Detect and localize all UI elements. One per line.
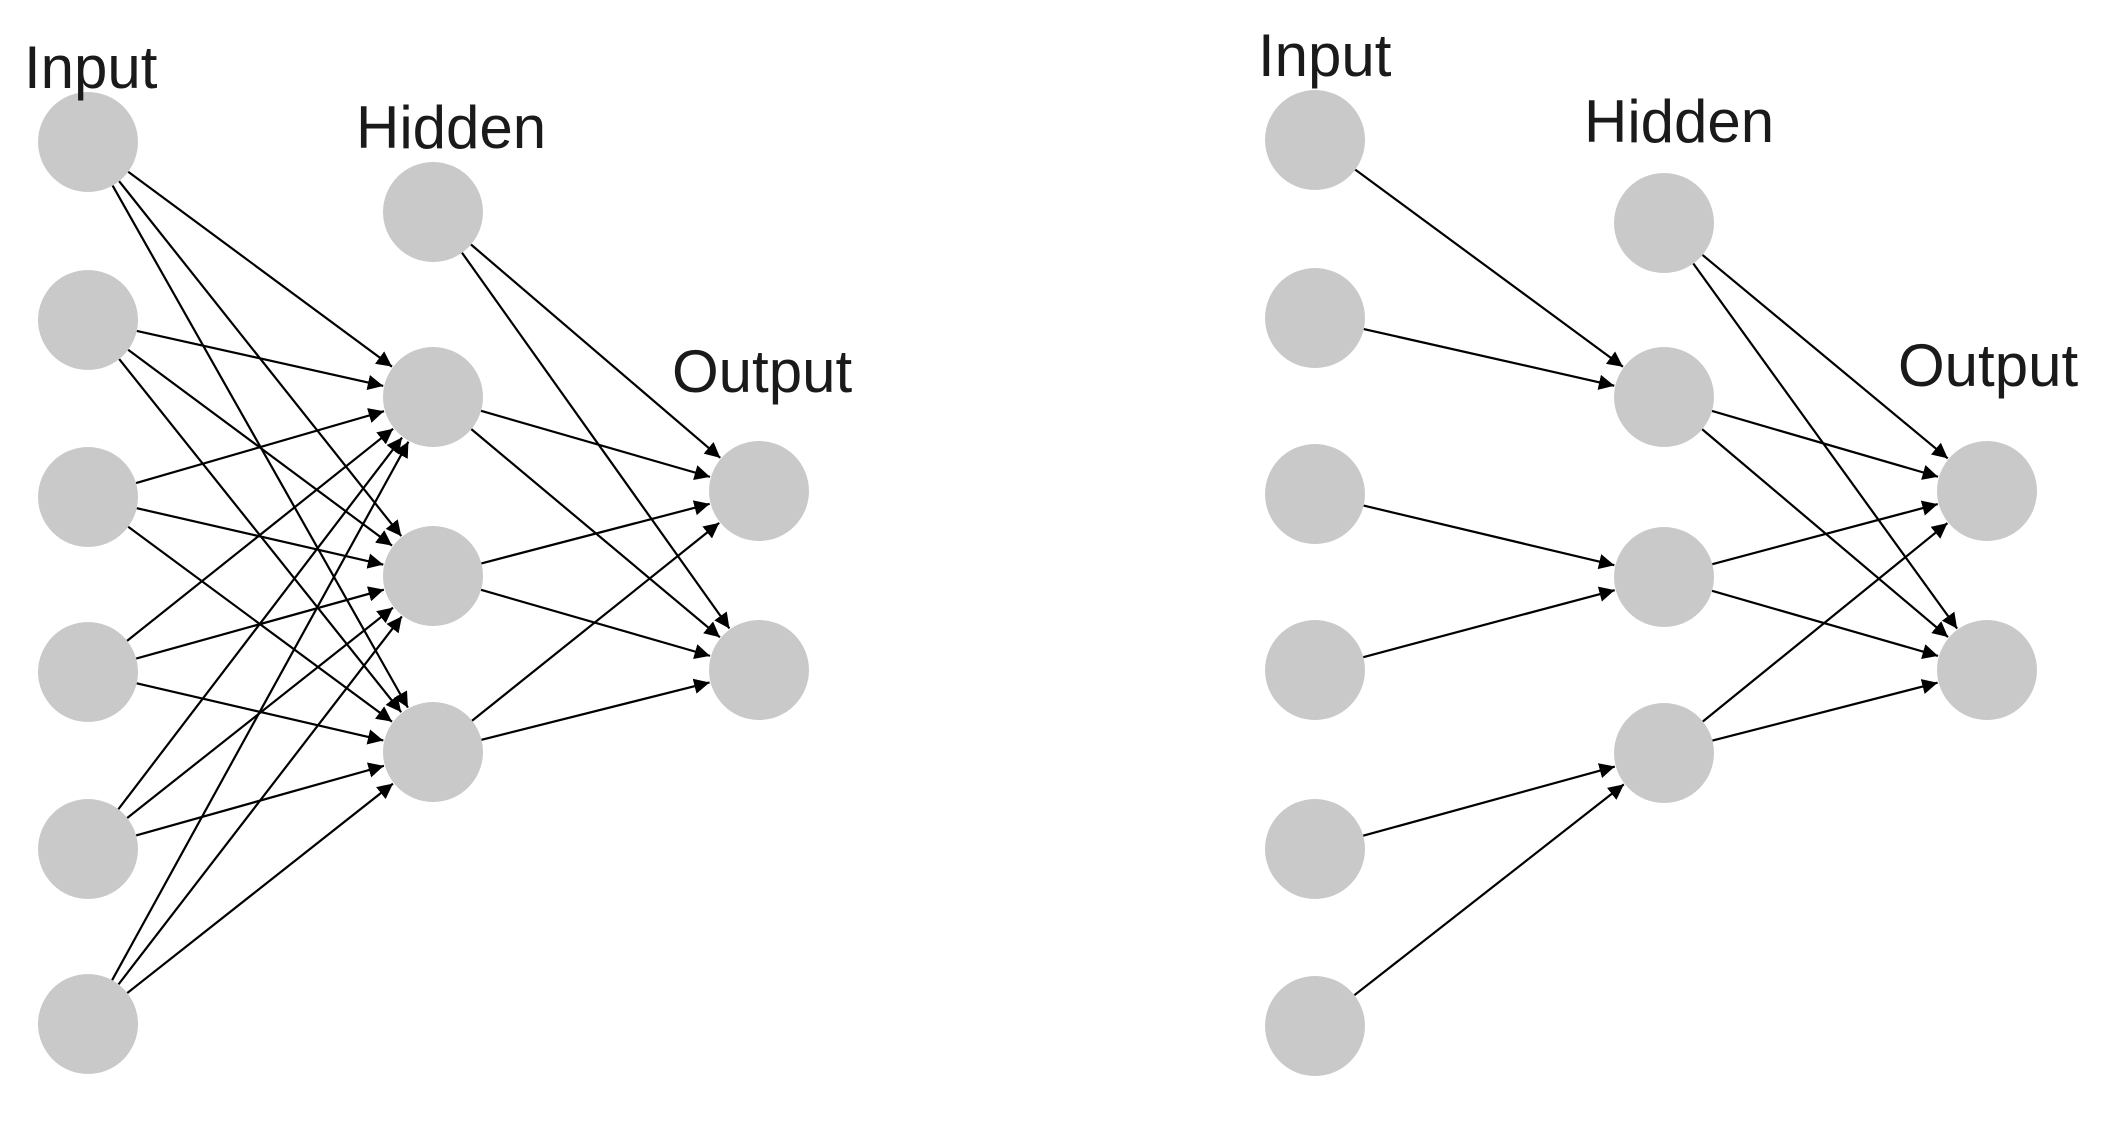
edge-right-hidden-0-to-output-1 [1692,262,1959,630]
edge-right-hidden-1-to-output-0 [1711,409,1939,480]
node-left-input-4 [38,799,138,899]
node-left-output-1 [709,620,809,720]
network-left: Input Hidden Output [24,34,852,1074]
edge-left-hidden-0-to-output-1 [461,252,731,630]
node-left-input-2 [38,447,138,547]
edge-right-input-2-to-hidden-2 [1363,504,1615,570]
node-left-output-0 [709,441,809,541]
node-left-hidden-2 [383,526,483,626]
edge-right-input-3-to-hidden-2 [1363,586,1616,659]
network-right: Input Hidden Output [1258,22,2078,1076]
edge-right-input-5-to-hidden-3 [1353,783,1625,997]
node-right-input-3 [1265,620,1365,720]
nodes-right [1265,90,2037,1076]
edges-right [1353,168,1959,997]
edge-right-hidden-3-to-output-0 [1702,522,1949,723]
label-output-left: Output [672,338,852,405]
label-hidden-left: Hidden [356,94,546,161]
node-right-input-5 [1265,976,1365,1076]
edge-left-input-2-to-hidden-1 [135,408,385,485]
node-left-input-5 [38,974,138,1074]
edge-right-input-1-to-hidden-1 [1363,327,1615,390]
node-left-input-1 [38,270,138,370]
edge-right-hidden-0-to-output-0 [1701,254,1949,460]
node-right-hidden-3 [1614,703,1714,803]
edge-left-input-2-to-hidden-2 [136,507,384,569]
node-left-hidden-0 [383,162,483,262]
node-left-input-3 [38,622,138,722]
node-right-hidden-0 [1614,173,1714,273]
edge-left-hidden-2-to-output-0 [481,500,710,565]
node-left-hidden-1 [383,347,483,447]
label-input-left: Input [24,34,158,101]
edge-left-input-5-to-hidden-1 [111,441,410,981]
node-right-output-1 [1937,620,2037,720]
edge-left-input-5-to-hidden-3 [126,782,394,994]
edge-left-input-3-to-hidden-1 [126,427,394,642]
edge-left-hidden-1-to-output-0 [480,409,711,481]
node-right-hidden-1 [1614,347,1714,447]
label-input-right: Input [1258,22,1392,89]
label-hidden-right: Hidden [1584,88,1774,155]
node-right-input-4 [1265,799,1365,899]
edge-left-hidden-3-to-output-1 [481,678,710,741]
edges-left [111,170,731,994]
node-right-input-0 [1265,90,1365,190]
edge-left-hidden-0-to-output-0 [470,243,721,459]
nodes-left [38,92,809,1074]
edge-left-hidden-3-to-output-0 [471,522,720,722]
edge-right-hidden-2-to-output-0 [1712,500,1938,566]
node-left-hidden-3 [383,702,483,802]
edge-left-input-0-to-hidden-1 [127,170,393,368]
edge-right-input-4-to-hidden-3 [1362,763,1616,837]
node-left-input-0 [38,92,138,192]
node-right-input-1 [1265,268,1365,368]
label-output-right: Output [1898,332,2078,399]
node-right-output-0 [1937,441,2037,541]
edge-left-input-5-to-hidden-2 [117,615,403,986]
node-right-hidden-2 [1614,527,1714,627]
node-right-input-2 [1265,444,1365,544]
edge-right-input-0-to-hidden-1 [1354,168,1624,368]
edge-left-input-4-to-hidden-1 [117,436,403,810]
edge-left-input-1-to-hidden-1 [136,329,384,391]
edge-right-hidden-3-to-output-1 [1712,679,1938,742]
